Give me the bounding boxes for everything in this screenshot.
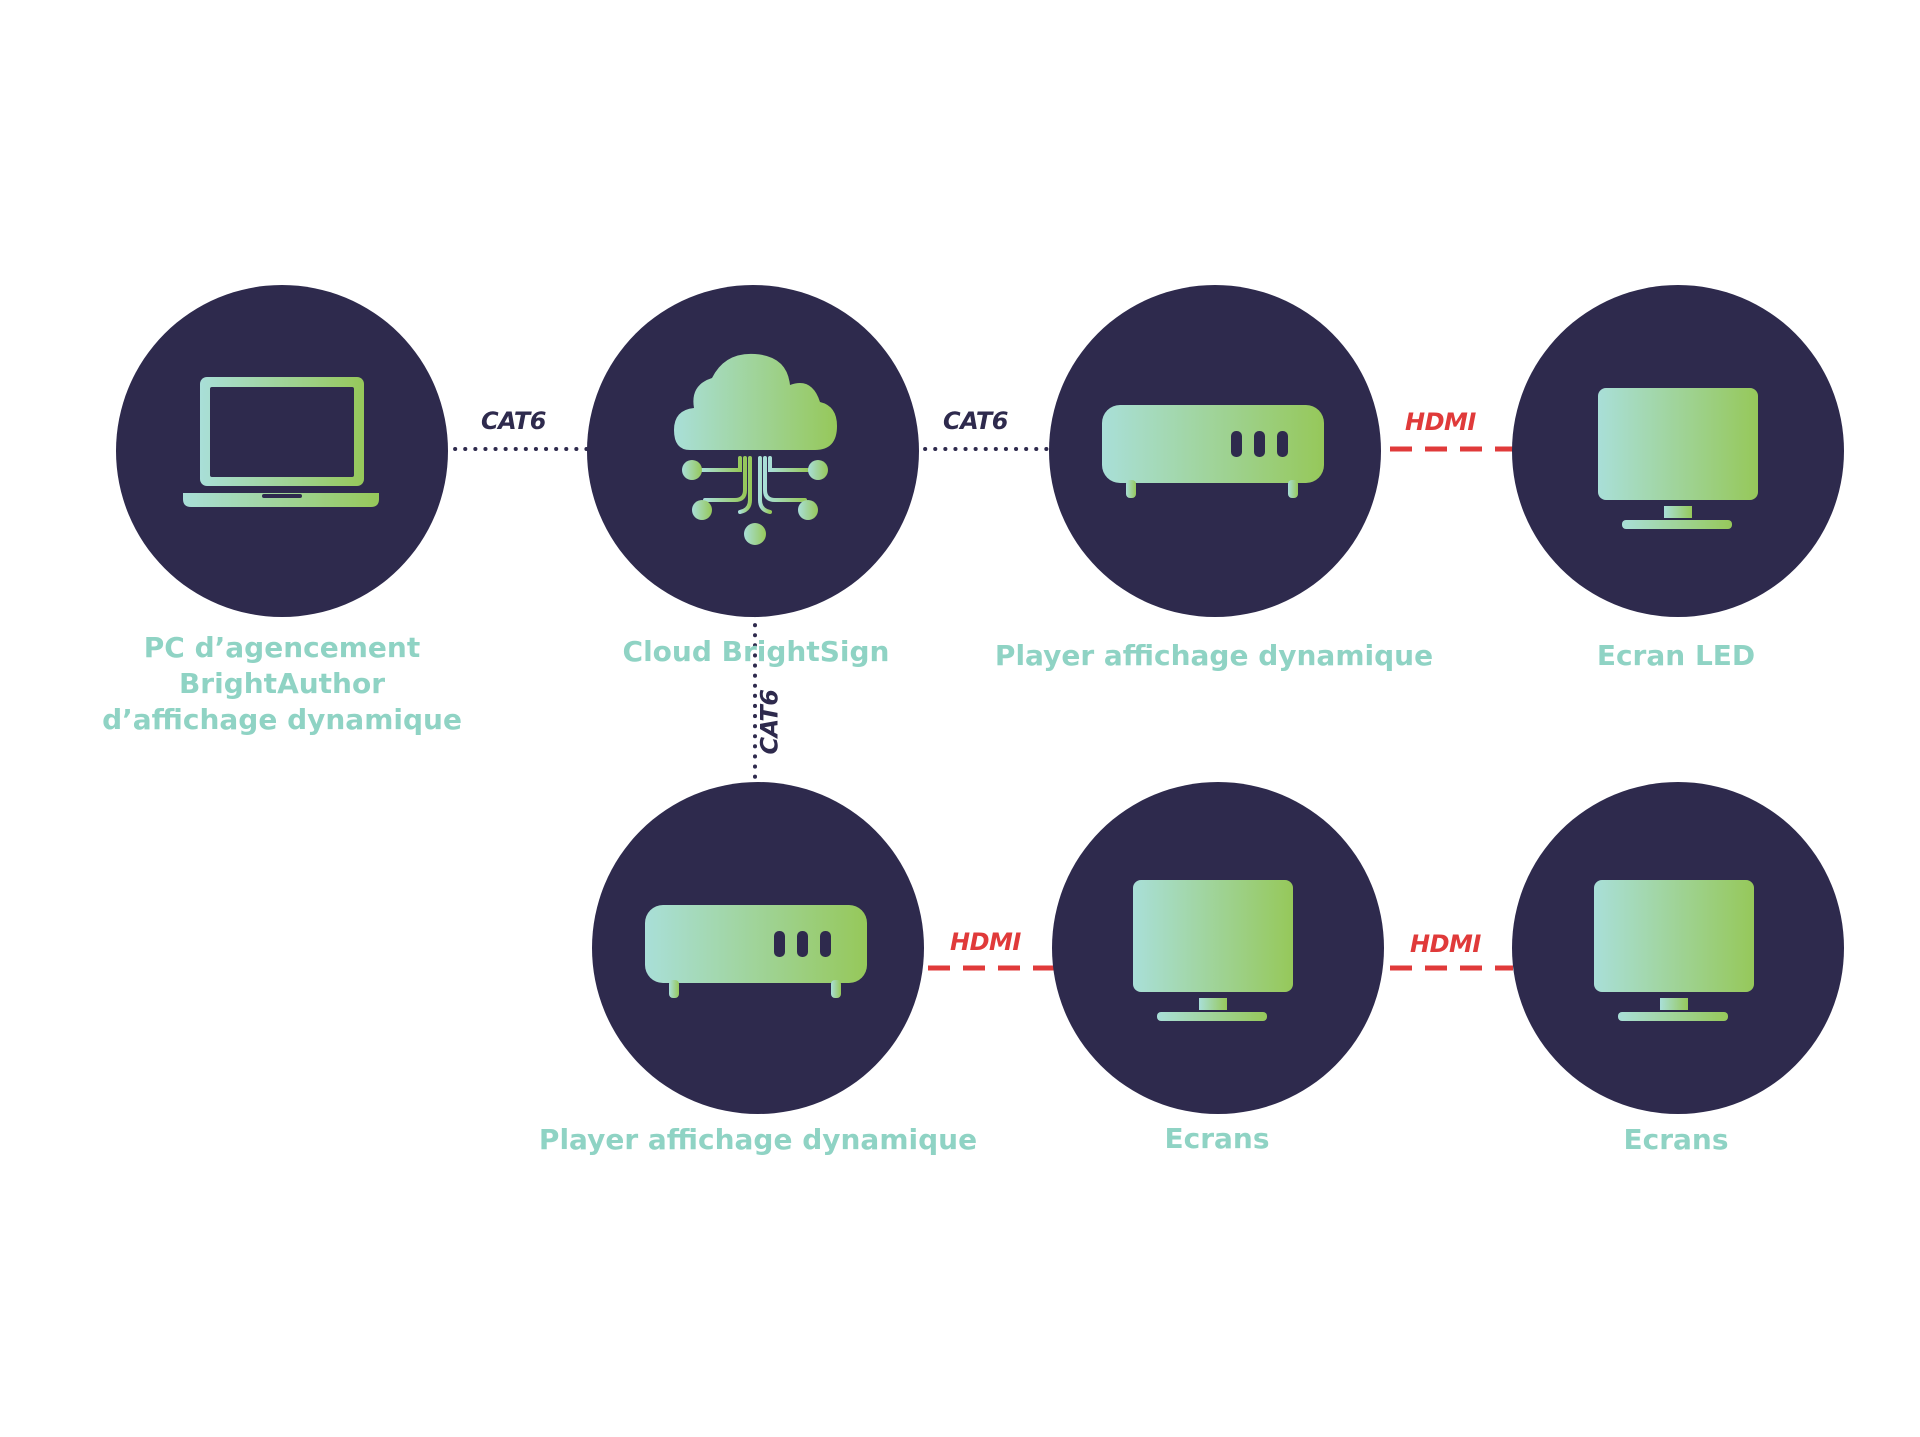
connection-label-cloud-player-bottom: CAT6 <box>755 689 784 755</box>
connection-label-player-screens: HDMI <box>950 928 1021 956</box>
node-label-screens-mid: Ecrans <box>1164 1122 1270 1155</box>
node-label-player-top: Player affichage dynamique <box>994 639 1434 672</box>
node-label-cloud: Cloud BrightSign <box>622 635 890 668</box>
laptop-icon <box>183 377 379 507</box>
connection-label-player-led: HDMI <box>1405 408 1476 436</box>
node-label-pc-line-2: BrightAuthor <box>178 667 386 700</box>
monitor-icon <box>1594 880 1754 1021</box>
monitor-icon <box>1598 388 1758 529</box>
connection-label-screens-screens: HDMI <box>1410 930 1481 958</box>
node-label-pc: PC d’agencement BrightAuthor d’affichage… <box>102 630 462 738</box>
connection-label-cloud-player-top: CAT6 <box>943 407 1008 435</box>
node-circle-cloud <box>587 285 919 617</box>
media-player-icon <box>1102 405 1324 498</box>
node-label-pc-line-3: d’affichage dynamique <box>102 703 462 736</box>
node-label-player-bottom: Player affichage dynamique <box>538 1123 978 1156</box>
node-label-pc-line-1: PC d’agencement <box>143 631 421 664</box>
cloud-network-icon <box>674 353 837 545</box>
node-label-led: Ecran LED <box>1596 639 1756 672</box>
media-player-icon <box>645 905 867 998</box>
connection-label-pc-cloud: CAT6 <box>481 407 546 435</box>
monitor-icon <box>1133 880 1293 1021</box>
node-label-screens-right: Ecrans <box>1623 1123 1729 1156</box>
